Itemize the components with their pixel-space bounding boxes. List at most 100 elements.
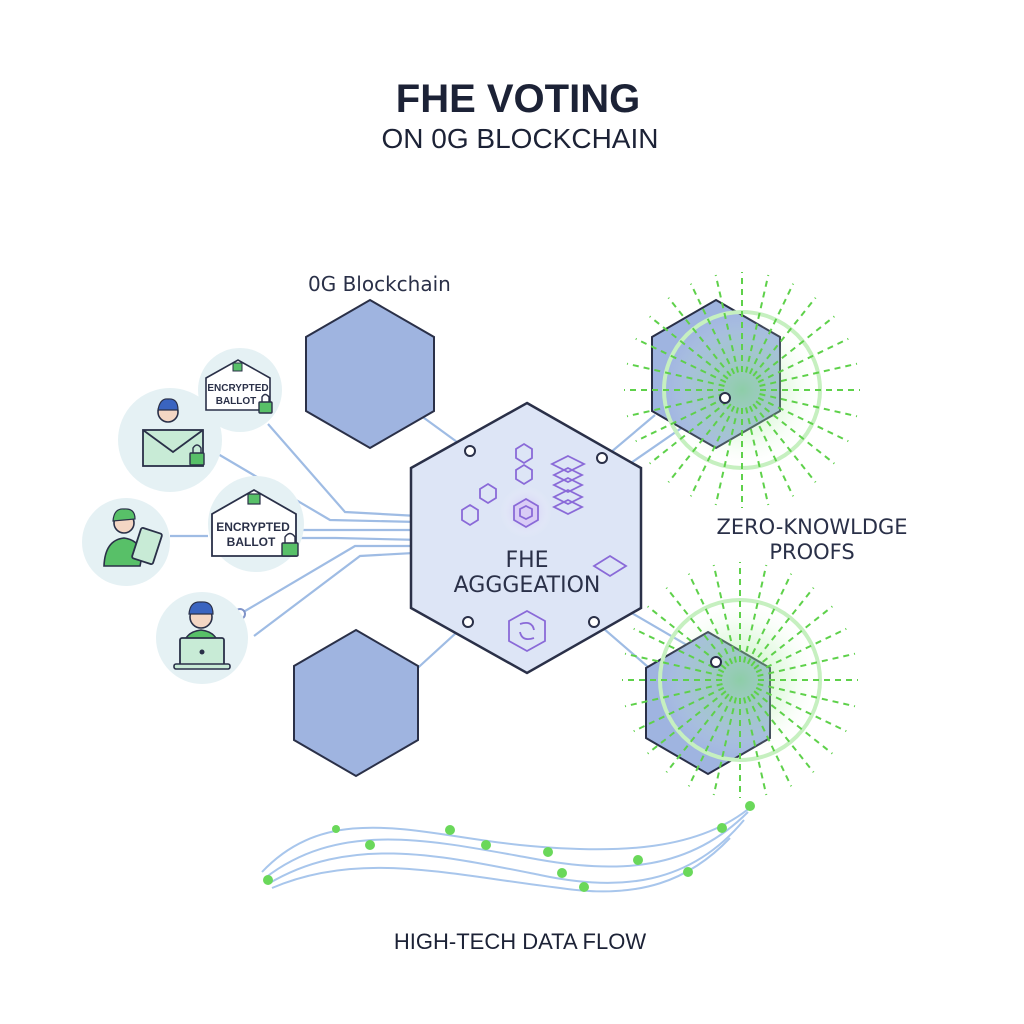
link-bottom-right <box>595 621 656 674</box>
cube-icon <box>515 442 533 465</box>
zkp-ray <box>746 695 793 787</box>
zkp-ray <box>755 315 835 380</box>
layer-icon <box>551 476 585 494</box>
zkp-ray <box>757 652 856 677</box>
zkp-ray <box>624 683 723 708</box>
data-packet <box>332 825 340 833</box>
zkp-ray <box>687 573 734 665</box>
sync-icon <box>508 609 546 653</box>
connector-dot <box>464 445 476 457</box>
node-hexagon-bottom-left <box>293 628 419 778</box>
zkp-label-line1: ZERO-KNOWLDGE <box>716 515 907 539</box>
zkp-ray <box>667 297 732 377</box>
zkp-ray <box>635 396 727 443</box>
zkp-ray <box>757 337 849 384</box>
zkp-ray <box>635 337 727 384</box>
voter-laptop <box>173 601 231 670</box>
connector-dot <box>462 616 474 628</box>
data-packet <box>543 847 553 857</box>
sync-icon-arrows <box>519 621 535 641</box>
layer-icon <box>551 466 585 484</box>
zkp-ray <box>667 403 732 483</box>
data-packet <box>365 840 375 850</box>
zkp-ray <box>750 587 815 667</box>
zkp-ray <box>624 652 723 677</box>
layer-icon <box>549 454 587 474</box>
layer-icon <box>551 488 585 506</box>
data-packet <box>579 882 589 892</box>
lock-icon <box>258 401 273 414</box>
zkp-ray <box>743 697 768 796</box>
zkp-ray <box>753 690 833 755</box>
zkp-ray <box>755 400 835 465</box>
connection-line <box>267 423 419 518</box>
zkp-ray <box>647 690 727 755</box>
zkp-ray <box>743 564 768 663</box>
zkp-ray <box>687 695 734 787</box>
data-packet <box>557 868 567 878</box>
lock-icon <box>281 542 299 557</box>
zkp-ray <box>759 393 858 418</box>
voter-tablet <box>103 508 163 567</box>
node-hexagon-top-left <box>305 298 435 450</box>
zkp-ray <box>752 297 817 377</box>
diamond-icon <box>592 554 628 578</box>
data-packet <box>633 855 643 865</box>
zkp-ray <box>714 274 739 373</box>
layer-icon <box>551 498 585 516</box>
zkp-ray <box>753 605 833 670</box>
laptop-base <box>173 663 231 670</box>
data-flow-line <box>264 811 749 879</box>
lock-shackle <box>284 532 296 543</box>
zkp-ray <box>712 564 737 663</box>
zkp-ray <box>759 362 858 387</box>
zkp-ray <box>633 686 725 733</box>
zkp-burst-bottom <box>622 562 858 798</box>
zkp-ray <box>755 686 847 733</box>
zkp-ray <box>746 573 793 665</box>
data-flow-waves <box>261 805 753 893</box>
voter-envelope <box>142 398 205 467</box>
zkp-ray <box>626 362 725 387</box>
zkp-glow <box>658 598 822 762</box>
connection-line <box>217 453 419 524</box>
input-connection-lines <box>170 423 433 637</box>
data-flow-line <box>261 805 753 873</box>
data-packet <box>481 840 491 850</box>
data-flow-line <box>271 837 731 893</box>
zkp-ray <box>626 393 725 418</box>
zkp-ray <box>714 407 739 506</box>
center-label-line1: FHE <box>505 548 548 573</box>
zkp-ray <box>689 283 736 375</box>
lock-icon <box>247 493 261 505</box>
data-flow-nodes <box>263 801 755 892</box>
user-icon-hair <box>157 398 179 411</box>
ballot-small-line1: ENCRYPTED <box>207 383 268 394</box>
center-label-line2: AGGGEATION <box>454 573 601 598</box>
connector-dot <box>588 616 600 628</box>
data-packet <box>717 823 727 833</box>
blockchain-label: 0G Blockchain <box>308 272 451 296</box>
connection-line <box>296 536 423 542</box>
center-connector-dots <box>462 445 608 628</box>
zkp-ray <box>689 405 736 497</box>
zkp-ray <box>665 587 730 667</box>
diagram-title: FHE VOTING <box>396 77 640 121</box>
connector-dot <box>710 656 722 668</box>
zkp-ray <box>649 400 729 465</box>
zkp-ray <box>633 627 725 674</box>
ballot-large-line2: BALLOT <box>227 535 276 549</box>
cube-icon <box>515 463 533 486</box>
data-packet <box>683 867 693 877</box>
lock-shackle <box>192 444 202 453</box>
zkp-ray <box>748 283 795 375</box>
data-packet <box>263 875 273 885</box>
zkp-ray <box>649 315 729 380</box>
zkp-ray <box>748 405 795 497</box>
zkp-burst-top <box>624 272 860 508</box>
user-icon-hair <box>188 601 214 615</box>
cube-icon <box>519 504 533 521</box>
ballot-small-line2: BALLOT <box>216 396 257 407</box>
data-flow-line <box>267 819 745 885</box>
